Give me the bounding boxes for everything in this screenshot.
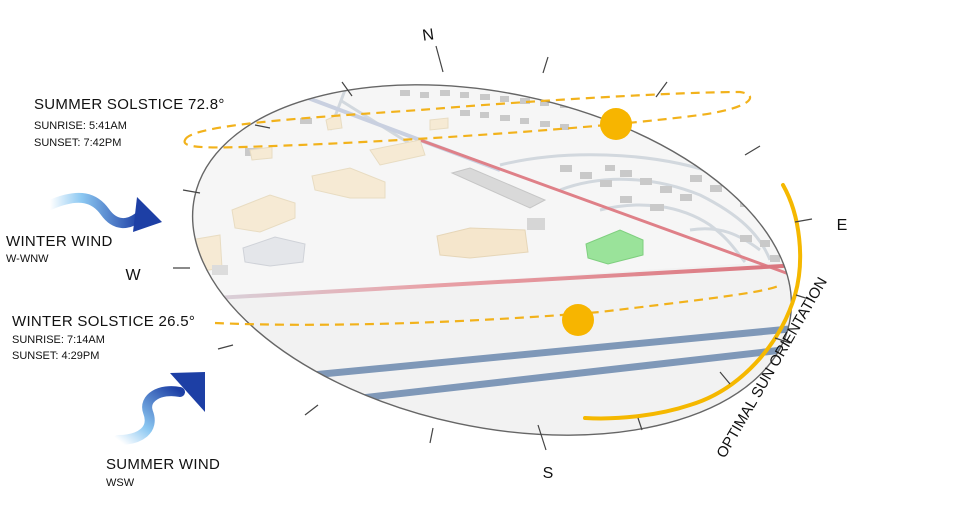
winter-wind-direction: W-WNW [6,253,49,265]
winter-wind-title: WINTER WIND [6,233,113,250]
winter-solstice-title: WINTER SOLSTICE 26.5° [12,313,196,330]
compass-west: W [125,267,141,284]
summer-solstice-sunset: SUNSET: 7:42PM [34,137,122,149]
compass-north: N [421,26,435,44]
green-building [585,229,644,265]
summer-wind-arrow-icon [113,372,205,445]
summer-solstice-title: SUMMER SOLSTICE 72.8° [34,96,225,113]
summer-solstice-sunrise: SUNRISE: 5:41AM [34,120,127,132]
red-road-diagonal [419,138,801,280]
red-road-horizontal [179,263,801,302]
winter-solstice-sunrise: SUNRISE: 7:14AM [12,334,105,346]
commercial-buildings [189,113,644,275]
summer-wind-direction: WSW [106,477,135,489]
compass-east: E [837,217,848,234]
highway-upper [259,324,801,384]
summer-sun-icon [600,108,632,140]
compass-ticks [173,45,813,451]
highway-lower [299,344,801,409]
winter-sun-path [214,284,781,336]
compass-south: S [543,465,554,482]
summer-sun-path [183,90,752,149]
winter-sun-icon [562,304,594,336]
winter-wind-arrow-icon [45,192,162,232]
summer-wind-title: SUMMER WIND [106,456,221,473]
optimal-orientation-arc [583,183,803,421]
winter-solstice-sunset: SUNSET: 4:29PM [12,350,100,362]
